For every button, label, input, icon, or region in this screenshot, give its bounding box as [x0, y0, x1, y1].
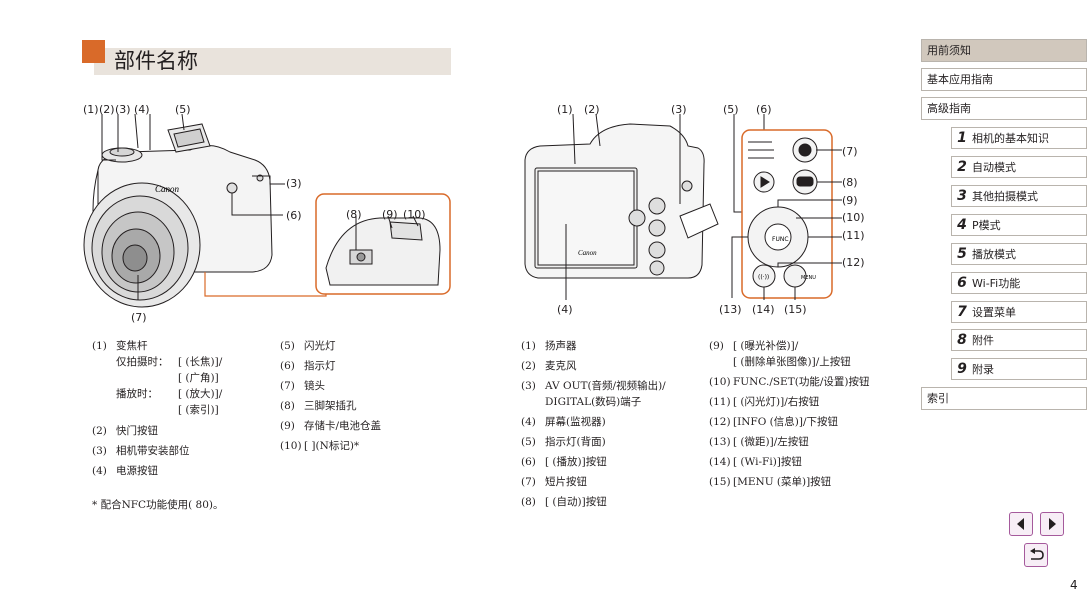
- front-callout-8: (8): [346, 208, 362, 221]
- list-item: (3)相机带安装部位: [92, 445, 190, 457]
- list-item: (1)变焦杆: [92, 340, 148, 352]
- back-callout-4: (4): [557, 303, 573, 316]
- func-set-label: FUNC: [772, 236, 789, 243]
- front-callout-3: (3): [115, 103, 131, 116]
- list-item: 播放时：: [116, 388, 158, 400]
- next-page-button[interactable]: [1040, 512, 1064, 536]
- arrow-right-icon: [1049, 518, 1056, 530]
- front-camera-figure: Canon: [80, 100, 460, 325]
- back-callout-10: (10): [842, 211, 865, 224]
- back-parts-list-2: (9)[ (曝光补偿)]/ [ (删除单张图像)]/上按钮 (10)FUNC./…: [709, 340, 899, 500]
- front-parts-list-1: (1)变焦杆 仅拍摄时： [ (长焦)]/ [ (广角)] 播放时： [ (放大…: [92, 340, 277, 490]
- arrow-left-icon: [1017, 518, 1024, 530]
- front-callout-2: (2): [99, 103, 115, 116]
- list-item: (4)屏幕(监视器): [521, 416, 606, 428]
- list-item: DIGITAL(数码)端子: [545, 396, 642, 408]
- back-callout-12: (12): [842, 256, 865, 269]
- front-callout-3-right: (3): [286, 177, 302, 190]
- back-callout-5: (5): [723, 103, 739, 116]
- back-callout-1: (1): [557, 103, 573, 116]
- list-item: (9)[ (曝光补偿)]/: [709, 340, 799, 352]
- back-camera-drawing: Canon FUNC MENU ((·)): [524, 113, 842, 300]
- back-callout-14: (14): [752, 303, 775, 316]
- list-item: (8)[ (自动)]按钮: [521, 496, 607, 508]
- front-callout-7: (7): [131, 311, 147, 324]
- list-item: (1)扬声器: [521, 340, 577, 352]
- list-item-value: [ (长焦)]/: [178, 356, 223, 368]
- wifi-key-label: ((·)): [758, 274, 769, 281]
- list-item: (7)短片按钮: [521, 476, 587, 488]
- nav-item-index[interactable]: 索引: [921, 387, 1087, 410]
- list-item: (2)麦克风: [521, 360, 577, 372]
- list-item: (12)[INFO (信息)]/下按钮: [709, 416, 838, 428]
- camera-brand-text: Canon: [155, 184, 180, 194]
- list-item-value: [ (广角)]: [178, 372, 219, 384]
- front-callout-9: (9): [382, 208, 398, 221]
- prev-page-button[interactable]: [1009, 512, 1033, 536]
- back-callout-9: (9): [842, 194, 858, 207]
- front-callout-5: (5): [175, 103, 191, 116]
- back-callout-7: (7): [842, 145, 858, 158]
- list-item-value: [ (放大)]/: [178, 388, 223, 400]
- back-camera-brand-text: Canon: [578, 249, 597, 257]
- list-item-value: [ (索引)]: [178, 404, 219, 416]
- front-callout-10: (10): [403, 208, 426, 221]
- back-callout-11: (11): [842, 229, 865, 242]
- front-parts-list-2: (5)闪光灯 (6)指示灯 (7)镜头 (8)三脚架插孔 (9)存储卡/电池仓盖…: [280, 340, 460, 470]
- back-callout-2: (2): [584, 103, 600, 116]
- list-item: (6)[ (播放)]按钮: [521, 456, 607, 468]
- back-callout-6: (6): [756, 103, 772, 116]
- footnote: * 配合NFC功能使用( 80)。: [92, 499, 224, 511]
- list-item: (9)存储卡/电池仓盖: [280, 420, 382, 432]
- list-item: (14)[ (Wi-Fi)]按钮: [709, 456, 802, 468]
- page-title: 部件名称: [114, 49, 198, 73]
- title-bar: [94, 48, 451, 75]
- back-callout-8: (8): [842, 176, 858, 189]
- list-item: (5)指示灯(背面): [521, 436, 606, 448]
- list-item: (7)镜头: [280, 380, 325, 392]
- list-item: (10)FUNC./SET(功能/设置)按钮: [709, 376, 870, 388]
- back-callout-3: (3): [671, 103, 687, 116]
- return-icon: [1030, 548, 1044, 560]
- nav-item-before-use[interactable]: 用前须知: [921, 39, 1087, 62]
- list-item: (5)闪光灯: [280, 340, 336, 352]
- return-button[interactable]: [1024, 543, 1048, 567]
- title-accent-square: [82, 40, 105, 63]
- list-item: (8)三脚架插孔: [280, 400, 357, 412]
- front-callout-4: (4): [134, 103, 150, 116]
- back-callout-15: (15): [784, 303, 807, 316]
- nav-item-advanced-guide[interactable]: 高级指南: [921, 97, 1087, 120]
- list-item: (3)AV OUT(音频/视频输出)/: [521, 380, 666, 392]
- list-item: (11)[ (闪光灯)]/右按钮: [709, 396, 820, 408]
- list-item: 仅拍摄时：: [116, 356, 169, 368]
- front-callout-1: (1): [83, 103, 99, 116]
- nav-item-basic-guide[interactable]: 基本应用指南: [921, 68, 1087, 91]
- list-item: (2)快门按钮: [92, 425, 158, 437]
- list-item: (13)[ (微距)]/左按钮: [709, 436, 809, 448]
- menu-key-label: MENU: [801, 275, 816, 281]
- back-parts-list-1: (1)扬声器 (2)麦克风 (3)AV OUT(音频/视频输出)/ DIGITA…: [521, 340, 706, 515]
- back-callout-13: (13): [719, 303, 742, 316]
- front-callout-6: (6): [286, 209, 302, 222]
- list-item: (6)指示灯: [280, 360, 336, 372]
- back-camera-figure: Canon FUNC MENU ((·)): [520, 100, 865, 325]
- list-item: (10)[ ](N标记)*: [280, 440, 360, 452]
- list-item: (4)电源按钮: [92, 465, 158, 477]
- page-number: 4: [1070, 578, 1078, 592]
- list-item: (15)[MENU (菜单)]按钮: [709, 476, 832, 488]
- list-item: [ (删除单张图像)]/上按钮: [733, 356, 851, 368]
- front-camera-drawing: Canon: [83, 113, 451, 308]
